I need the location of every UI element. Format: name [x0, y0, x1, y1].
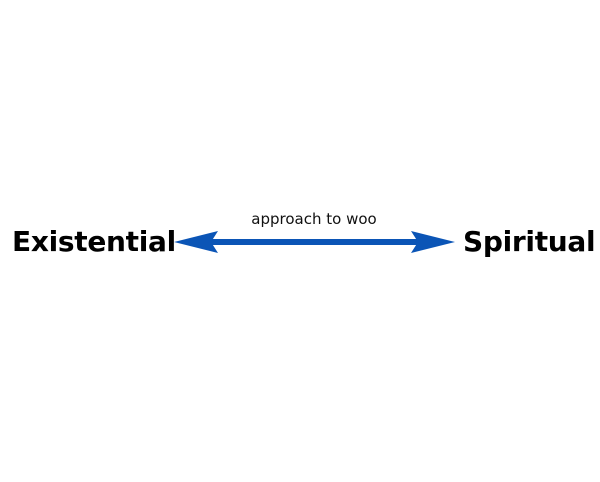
left-pole-label: Existential [12, 225, 176, 258]
axis-label: approach to woo [251, 210, 377, 228]
arrow-head-left [174, 231, 218, 253]
right-pole-label: Spiritual [463, 225, 596, 258]
arrow-head-right [411, 231, 455, 253]
